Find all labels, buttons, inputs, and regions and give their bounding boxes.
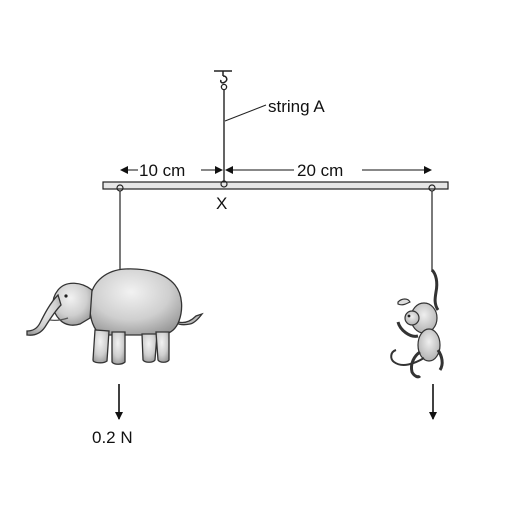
rod	[102, 181, 449, 190]
ceiling-hook-icon	[214, 70, 232, 91]
pivot-knot	[220, 180, 228, 188]
monkey-figure	[390, 268, 444, 379]
string-a-leader	[224, 104, 267, 122]
string-a-label: string A	[268, 97, 325, 116]
right-distance-label: 20 cm	[297, 161, 343, 180]
left-weight-label: 0.2 N	[92, 428, 133, 447]
elephant-figure	[26, 268, 204, 365]
pivot-label: X	[216, 194, 227, 213]
left-distance-label: 10 cm	[139, 161, 185, 180]
